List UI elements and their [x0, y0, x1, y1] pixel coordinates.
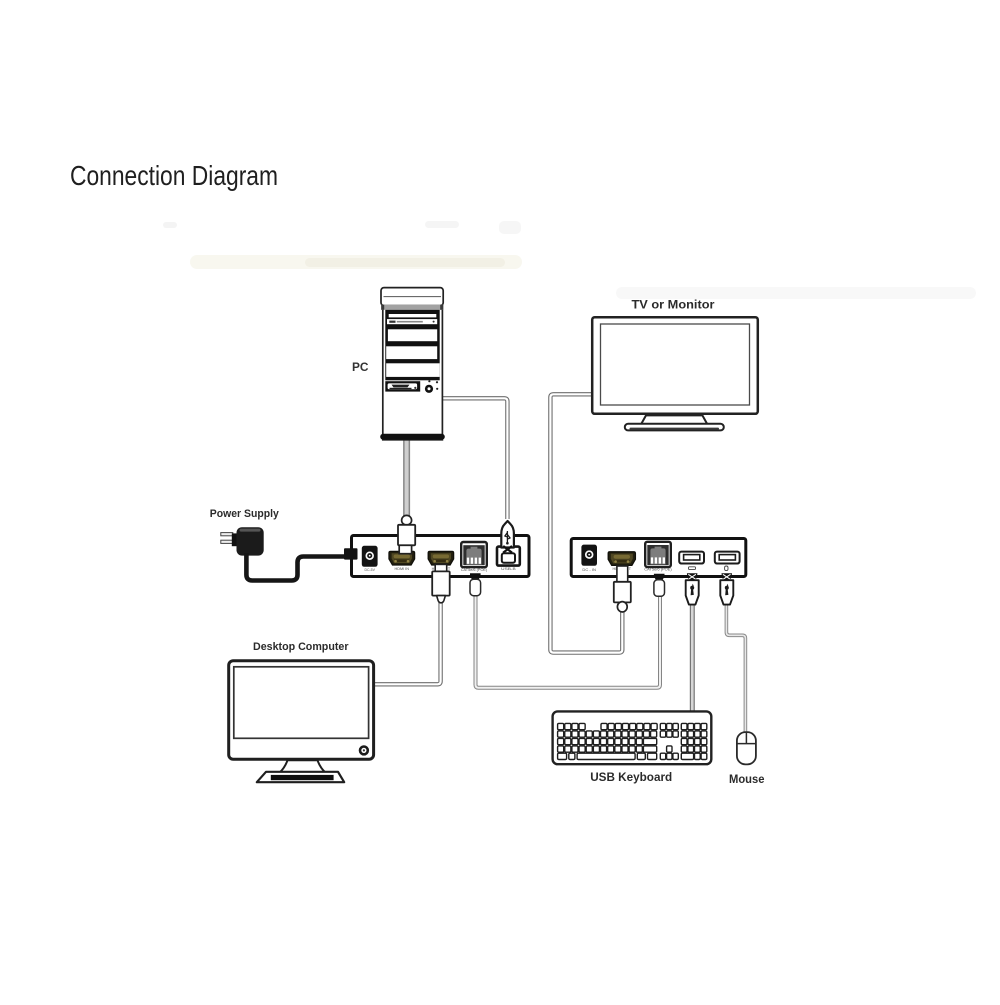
svg-text:Power Supply: Power Supply [210, 508, 280, 520]
svg-text:CAT5e/6 (POE): CAT5e/6 (POE) [461, 568, 488, 572]
svg-text:Connection Diagram: Connection Diagram [70, 160, 278, 191]
svg-text:TV or Monitor: TV or Monitor [632, 298, 715, 312]
svg-text:DC-5V: DC-5V [364, 568, 375, 572]
svg-text:USB-B: USB-B [501, 567, 516, 571]
svg-text:HDMI IN: HDMI IN [395, 567, 410, 571]
svg-text:USB Keyboard: USB Keyboard [590, 770, 672, 784]
svg-text:DC - IN: DC - IN [582, 568, 596, 572]
svg-text:Mouse: Mouse [729, 774, 765, 786]
svg-text:Desktop Computer: Desktop Computer [253, 641, 349, 653]
svg-text:PC: PC [352, 360, 369, 374]
svg-text:CAT5e/6 (POE): CAT5e/6 (POE) [644, 568, 672, 572]
